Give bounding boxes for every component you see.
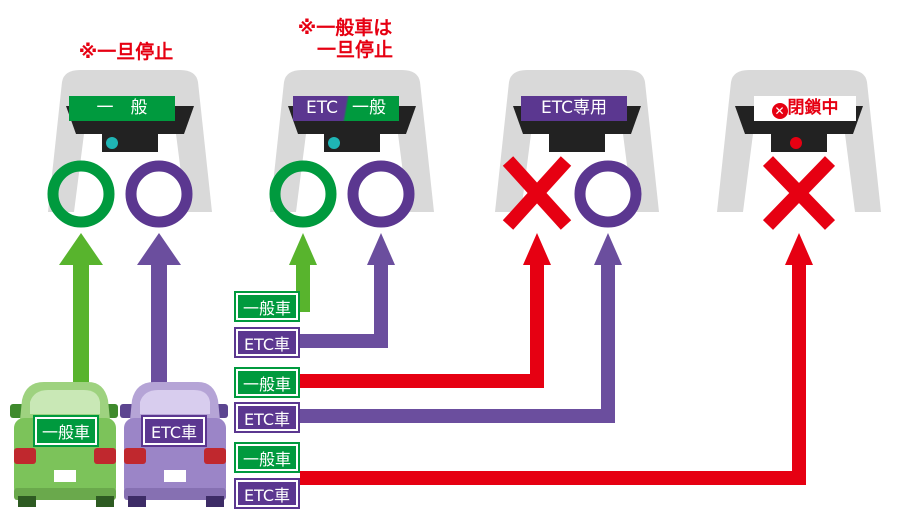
arrow-general-to-gate3 (300, 233, 551, 388)
gate-sign-2: ETC 一般 (293, 96, 399, 121)
stop-note-lane2-line1: ※一般車は (297, 17, 393, 39)
tag-general-1: 一般車 (234, 291, 300, 322)
gate-sign-3: ETC専用 (521, 96, 627, 121)
indicator-light-4 (790, 137, 802, 149)
lane-open-circle-green-2 (269, 160, 337, 228)
indicator-light-2 (328, 137, 340, 149)
lane-open-circle-purple-1 (125, 160, 193, 228)
gate-sign-4: ✕閉鎖中 (754, 96, 856, 121)
lane-open-circle-purple-3 (574, 160, 642, 228)
car-plate-etc: ETC車 (141, 415, 207, 447)
stop-note-lane2-line2: 一旦停止 (316, 39, 393, 61)
arrow-etc-to-gate1 (137, 233, 181, 396)
gate-sign-1: 一 般 (69, 96, 175, 121)
indicator-light-1 (106, 137, 118, 149)
car-plate-general: 一般車 (33, 415, 99, 447)
lane-closed-x-4 (762, 156, 836, 230)
arrow-etc-to-gate2 (300, 233, 395, 348)
tag-etc-2: ETC車 (234, 402, 300, 433)
arrow-general-to-gate2 (289, 233, 317, 312)
x-circle-icon: ✕ (771, 103, 788, 119)
gate-sign-4-label: 閉鎖中 (787, 98, 839, 118)
arrow-general-to-gate1 (59, 233, 103, 396)
lane-open-circle-green-1 (47, 160, 115, 228)
lane-open-circle-purple-2 (347, 160, 415, 228)
lane-closed-x-3 (502, 156, 572, 230)
tag-general-2: 一般車 (234, 367, 300, 398)
tag-etc-1: ETC車 (234, 327, 300, 358)
tag-general-3: 一般車 (234, 442, 300, 473)
stop-note-lane1: ※一旦停止 (78, 41, 174, 63)
gate-sign-2-general: 一般 (352, 98, 386, 118)
tag-etc-3: ETC車 (234, 478, 300, 509)
arrow-etc-to-gate3 (300, 233, 622, 423)
arrow-to-gate4 (300, 233, 813, 485)
gate-sign-2-etc: ETC (306, 98, 338, 118)
